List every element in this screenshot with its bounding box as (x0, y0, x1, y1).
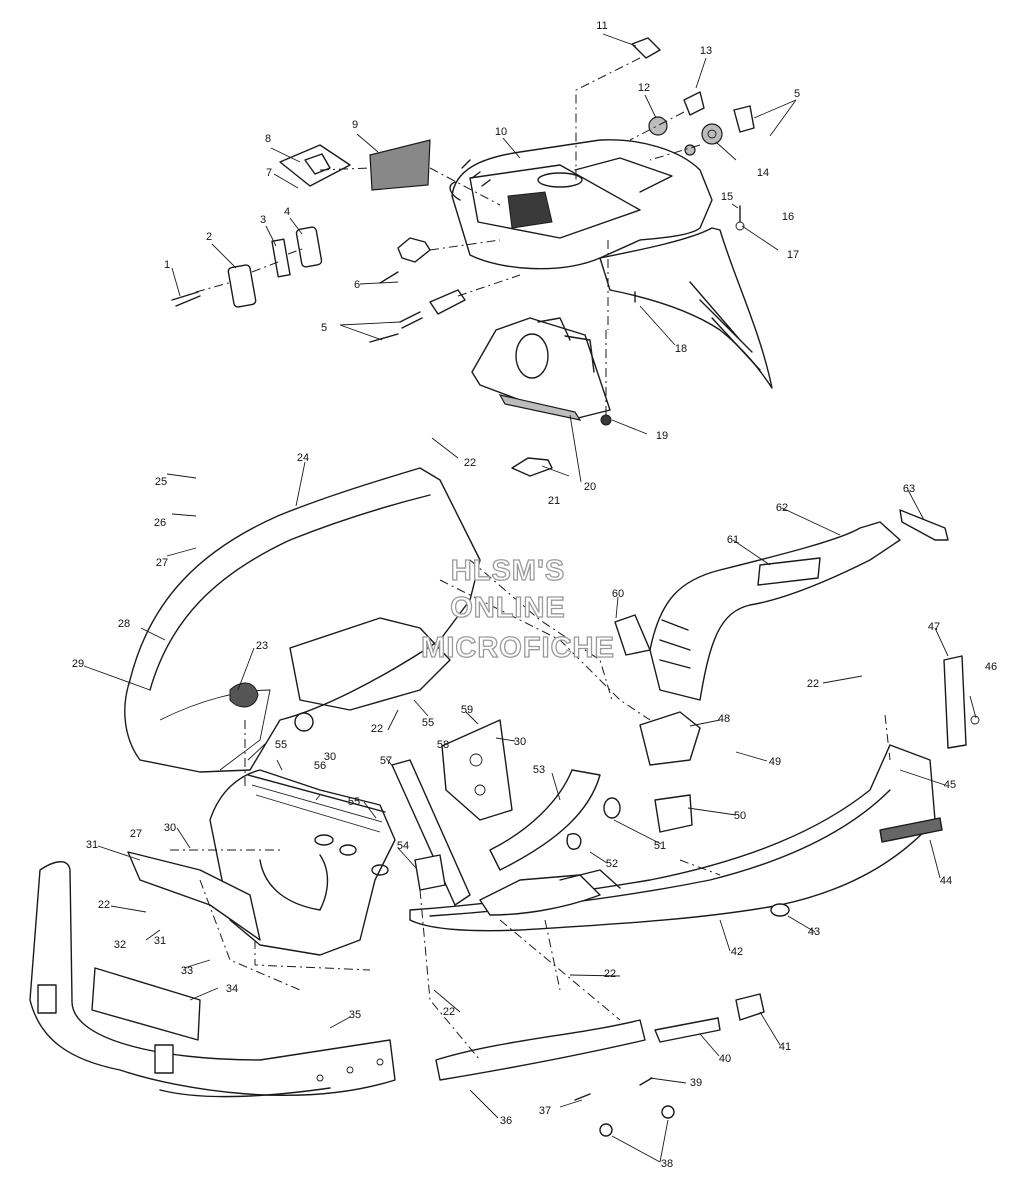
callout-5-b: 5 (321, 322, 327, 334)
watermark-line-3: MICROFICHE (421, 632, 615, 664)
hood-guides (195, 57, 701, 415)
callout-22-c: 22 (807, 678, 819, 690)
callout-62: 62 (776, 502, 788, 514)
belly-pan-56 (209, 769, 396, 956)
callout-37: 37 (539, 1105, 551, 1117)
callout-9: 9 (352, 119, 358, 131)
callout-46: 46 (985, 661, 997, 673)
callout-40: 40 (719, 1053, 731, 1065)
callout-36: 36 (500, 1115, 512, 1127)
callout-59: 59 (461, 704, 473, 716)
callout-51: 51 (654, 840, 666, 852)
callout-39: 39 (690, 1077, 702, 1089)
lower-parts (435, 903, 790, 1137)
hood-10 (449, 139, 713, 270)
callout-30-a: 30 (324, 751, 336, 763)
callout-14: 14 (757, 167, 769, 179)
callout-22-e: 22 (604, 968, 616, 980)
callout-53: 53 (533, 764, 545, 776)
callout-21: 21 (548, 495, 560, 507)
callout-1: 1 (164, 259, 170, 271)
callout-34: 34 (226, 983, 238, 995)
leader-lines (83, 33, 977, 1163)
watermark-line-1: HLSM'S (451, 555, 565, 587)
chassis-guides (170, 559, 891, 1061)
callout-63: 63 (903, 483, 915, 495)
callout-22-a: 22 (464, 457, 476, 469)
hood-hardware (171, 37, 755, 477)
callout-7: 7 (266, 167, 272, 179)
callout-20: 20 (584, 481, 596, 493)
callout-56: 56 (314, 760, 326, 772)
callout-57: 57 (380, 755, 392, 767)
callout-49: 49 (769, 756, 781, 768)
callout-26: 26 (154, 517, 166, 529)
watermark: HLSM'S ONLINE MICROFICHE (421, 554, 615, 664)
callout-55-a: 55 (422, 717, 434, 729)
callout-29: 29 (72, 658, 84, 670)
watermark-line-2: ONLINE (450, 592, 566, 624)
callout-3: 3 (260, 214, 266, 226)
callout-22-f: 22 (443, 1006, 455, 1018)
callout-31-a: 31 (86, 839, 98, 851)
callout-61: 61 (727, 534, 739, 546)
callout-55-b: 55 (275, 739, 287, 751)
callout-19: 19 (656, 430, 668, 442)
callout-44: 44 (940, 875, 952, 887)
callout-5-a: 5 (794, 88, 800, 100)
side-panel-62 (649, 509, 949, 701)
callout-10: 10 (495, 126, 507, 138)
panel-42 (479, 869, 621, 916)
callout-23: 23 (256, 640, 268, 652)
callout-45: 45 (944, 779, 956, 791)
callout-38: 38 (661, 1158, 673, 1170)
callout-35: 35 (349, 1009, 361, 1021)
callout-60: 60 (612, 588, 624, 600)
callout-58: 58 (437, 739, 449, 751)
callout-52: 52 (606, 858, 618, 870)
callout-22-d: 22 (98, 899, 110, 911)
callout-27-b: 27 (130, 828, 142, 840)
callout-33: 33 (181, 965, 193, 977)
callout-31-b: 31 (154, 935, 166, 947)
callout-30-b: 30 (514, 736, 526, 748)
callout-47: 47 (928, 621, 940, 633)
callout-12: 12 (638, 82, 650, 94)
callout-4: 4 (284, 206, 290, 218)
front-bumper-33 (29, 851, 396, 1098)
callout-27-a: 27 (156, 557, 168, 569)
callout-18: 18 (675, 343, 687, 355)
shock-bracket-58 (441, 719, 513, 821)
callout-15: 15 (721, 191, 733, 203)
strap-53 (489, 769, 601, 871)
callout-6: 6 (354, 279, 360, 291)
side-panel-17 (599, 227, 773, 389)
callout-43: 43 (808, 926, 820, 938)
callout-50: 50 (734, 810, 746, 822)
nose-pan-28 (124, 467, 481, 773)
callout-11: 11 (596, 20, 607, 32)
callout-32: 32 (114, 939, 126, 951)
callout-25: 25 (155, 476, 167, 488)
callout-54: 54 (397, 840, 409, 852)
right-brackets (414, 614, 980, 891)
callout-41: 41 (779, 1041, 791, 1053)
callout-28: 28 (118, 618, 130, 630)
callout-8: 8 (265, 133, 271, 145)
callout-48: 48 (718, 713, 730, 725)
callout-55-c: 55 (348, 796, 360, 808)
callout-17: 17 (787, 249, 799, 261)
callout-42: 42 (731, 946, 743, 958)
callout-labels: 1 2 3 4 5 5 6 7 8 9 10 11 12 13 14 15 16… (72, 20, 997, 1170)
air-box-20 (471, 317, 611, 421)
callout-2: 2 (206, 231, 212, 243)
callout-22-b: 22 (371, 723, 383, 735)
callout-16: 16 (782, 211, 794, 223)
callout-30-c: 30 (164, 822, 176, 834)
callout-13: 13 (700, 45, 712, 57)
callout-24: 24 (297, 452, 309, 464)
